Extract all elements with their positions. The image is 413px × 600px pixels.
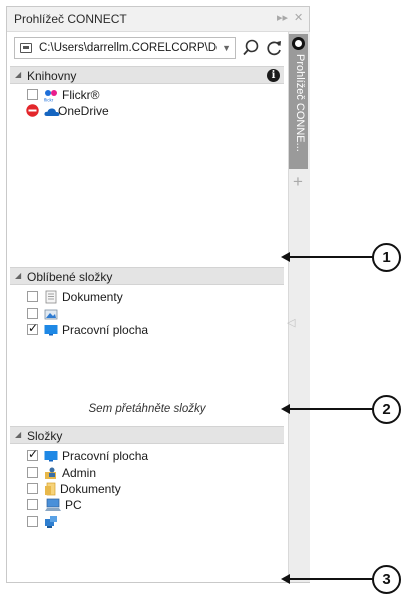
connect-side-tab[interactable]: Prohlížeč CONNE... [289, 34, 308, 169]
documents-folder-icon [45, 482, 56, 496]
callout-2: 2 [372, 395, 401, 424]
library-label: OneDrive [58, 104, 109, 118]
folders-header[interactable]: ◢ Složky [10, 426, 284, 444]
favorite-label: Dokumenty [62, 290, 123, 304]
callout-3: 3 [372, 565, 401, 594]
side-tab-label: Prohlížeč CONNE... [294, 54, 306, 152]
expand-left-icon[interactable]: ◁ [287, 317, 296, 329]
folders-title: Složky [27, 429, 63, 443]
flickr-icon: flickr [44, 90, 57, 103]
checkbox[interactable] [27, 89, 38, 100]
search-icon[interactable] [241, 38, 261, 58]
callout-line-1 [288, 256, 373, 258]
folder-icon [20, 43, 32, 53]
folder-label: PC [65, 498, 82, 512]
chevron-down-icon[interactable]: ▼ [222, 43, 231, 53]
checkbox[interactable] [27, 516, 38, 527]
desktop-icon [44, 451, 58, 462]
folder-label: Admin [62, 466, 97, 480]
main-area: ◢ Knihovny i flickr Flickr® OneDrive [7, 64, 287, 583]
image-folder-icon [44, 309, 58, 320]
callout-arrow-1 [281, 252, 290, 262]
onedrive-icon [44, 108, 60, 116]
folder-label: Dokumenty [60, 482, 121, 496]
connect-logo-icon [292, 37, 305, 50]
libraries-title: Knihovny [27, 69, 77, 83]
collapse-triangle-icon[interactable]: ◢ [15, 70, 22, 79]
libraries-header[interactable]: ◢ Knihovny i [10, 66, 284, 84]
checkbox[interactable] [27, 467, 38, 478]
checkbox[interactable] [27, 483, 38, 494]
collapse-icon[interactable]: ▸▸ [277, 12, 289, 24]
callout-arrow-3 [281, 574, 290, 584]
callout-arrow-2 [281, 404, 290, 414]
checkbox[interactable] [27, 308, 38, 319]
callout-line-3 [288, 578, 373, 580]
path-value[interactable]: C:\Users\darrellm.COREL­CORP\Doc [39, 42, 217, 54]
desktop-icon [44, 325, 58, 336]
callout-1: 1 [372, 243, 401, 272]
checkbox[interactable] [27, 291, 38, 302]
drop-hint: Sem přetáhněte složky [88, 403, 206, 415]
collapse-triangle-icon[interactable]: ◢ [15, 271, 22, 280]
favorites-header[interactable]: ◢ Oblíbené složky [10, 267, 284, 285]
folder-label: Pracovní plocha [62, 449, 149, 463]
favorites-title: Oblíbené složky [27, 270, 113, 284]
favorite-label: Pracovní plocha [62, 323, 149, 337]
window-title: Prohlížeč CONNECT [14, 12, 127, 26]
connect-viewer-panel: Prohlížeč CONNECT ▸▸ ✕ C:\Users\darrellm… [6, 6, 310, 583]
checkbox-checked[interactable] [27, 447, 38, 461]
refresh-icon[interactable] [264, 38, 284, 58]
close-icon[interactable]: ✕ [294, 12, 304, 24]
add-tab-icon[interactable]: + [293, 172, 303, 191]
checkbox-checked[interactable] [27, 321, 38, 335]
checkbox[interactable] [27, 499, 38, 510]
svg-text:flickr: flickr [44, 98, 54, 103]
network-icon [45, 516, 57, 528]
library-label: Flickr® [62, 88, 100, 102]
info-icon[interactable]: i [267, 69, 280, 82]
collapse-triangle-icon[interactable]: ◢ [15, 430, 22, 439]
callout-line-2 [288, 408, 373, 410]
path-combobox[interactable]: C:\Users\darrellm.COREL­CORP\Doc ▼ [14, 37, 236, 59]
blocked-icon [26, 104, 39, 117]
documents-icon [45, 290, 57, 304]
title-bar: Prohlížeč CONNECT ▸▸ ✕ [7, 7, 309, 32]
side-strip [288, 32, 310, 582]
user-folder-icon [45, 467, 56, 479]
computer-icon [45, 498, 61, 511]
